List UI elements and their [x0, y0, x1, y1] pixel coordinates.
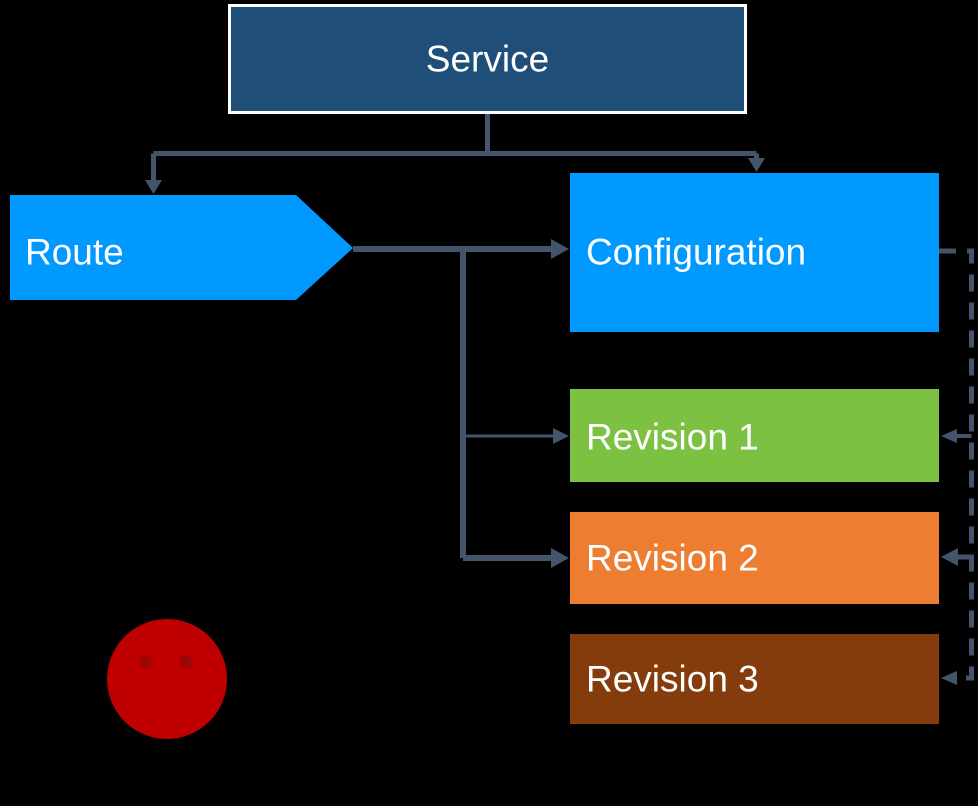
route-label: Route: [25, 232, 124, 273]
pod-left-eye: [140, 656, 152, 668]
service-box: [228, 4, 747, 114]
node-labels: Service Route Configuration Revision 1 R…: [25, 39, 806, 700]
revision-3-node: [570, 634, 939, 724]
configuration-node: [570, 173, 939, 332]
revision-3-label: Revision 3: [586, 659, 759, 700]
pod-body: [107, 619, 227, 739]
dashed-connector-lines: [939, 248, 974, 681]
arrowhead-into-revision1-left: [553, 428, 569, 444]
pod-right-eye: [180, 656, 192, 668]
arrowheads: [145, 158, 958, 685]
arrowhead-into-revision2-left: [551, 548, 569, 568]
solid-connector-lines: [151, 113, 759, 561]
revision-1-label: Revision 1: [586, 417, 759, 458]
revision-2-label: Revision 2: [586, 538, 759, 579]
revision-2-node: [570, 512, 939, 604]
arrowhead-into-configuration-left: [551, 239, 569, 259]
arrowhead-into-revision1-right: [941, 429, 957, 443]
configuration-label: Configuration: [586, 232, 806, 273]
arrowhead-into-route: [145, 180, 162, 194]
arrowhead-into-revision2-right: [941, 548, 958, 566]
arrowhead-into-revision3-right: [941, 671, 957, 685]
pod-icon: [107, 619, 227, 739]
arrowhead-into-configuration-top: [748, 158, 765, 172]
edge-configuration-dashed-trunk: [939, 248, 974, 681]
revision-1-node: [570, 389, 939, 482]
service-node: [228, 4, 747, 114]
route-node: [10, 195, 353, 300]
service-label: Service: [426, 39, 549, 80]
